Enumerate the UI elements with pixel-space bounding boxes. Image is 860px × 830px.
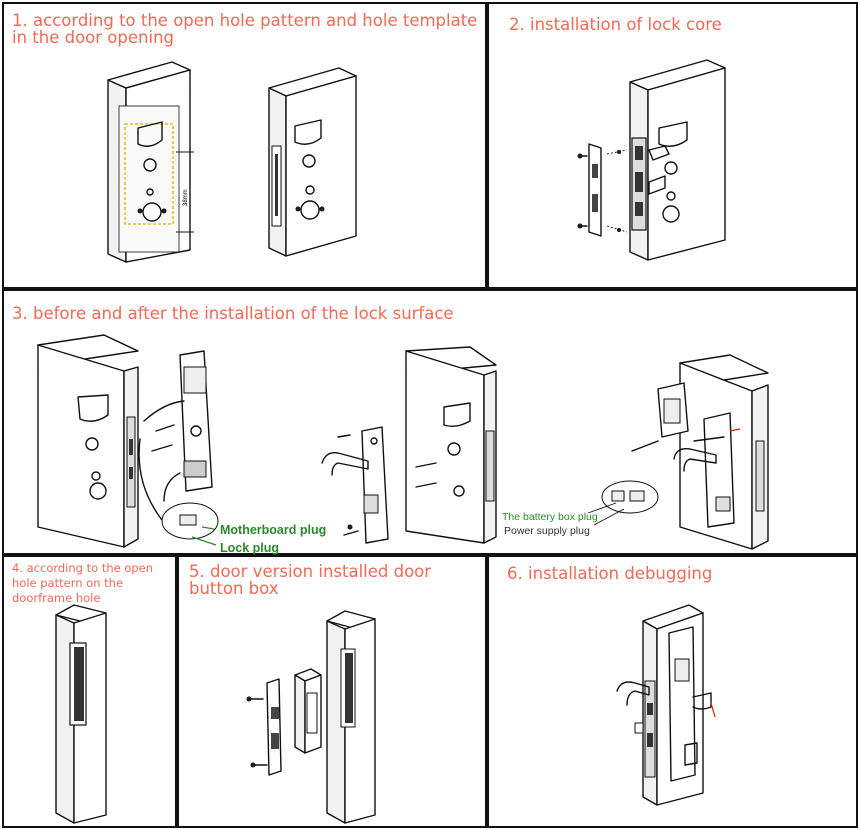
door-frame (326, 610, 376, 824)
power-supply-plug-label: Power supply plug (504, 525, 590, 537)
step-4-title: 4. according to the open hole pattern on… (12, 561, 154, 605)
motherboard-plug-callout (138, 438, 219, 546)
motherboard-plug-label: Motherboard plug (220, 523, 327, 537)
door-after-wiring (405, 346, 497, 544)
dimension-label: 38mm (183, 189, 189, 206)
strike-plate (246, 678, 282, 776)
door-with-template: 38mm (107, 61, 194, 263)
lock-body (631, 137, 670, 231)
door-before-wiring (37, 334, 139, 548)
panel-step-2: 2. installation of lock core (487, 2, 858, 289)
door-drilled (268, 67, 357, 257)
panel-step-1: 1. according to the open hole pattern an… (2, 2, 487, 289)
battery-plug-callout (587, 480, 659, 526)
wire (710, 702, 716, 718)
panel-step-6: 6. installation debugging (487, 555, 858, 828)
door-hole-template-illustration: 38mm (107, 61, 357, 263)
doorframe-hole-illustration (55, 604, 107, 824)
installation-debugging-illustration (616, 604, 716, 806)
step-3-title: 3. before and after the installation of … (12, 304, 454, 323)
template-outline (124, 123, 174, 225)
step-2-title: 2. installation of lock core (509, 15, 722, 34)
panel-step-5: 5. door version installed door button bo… (177, 555, 487, 828)
lock-core-installation-illustration (577, 59, 726, 261)
step-1-title: 1. according to the open hole pattern an… (12, 11, 478, 48)
faceplate (577, 143, 628, 237)
lock-surface-installation-illustration (37, 334, 769, 550)
step-5-title: 5. door version installed door button bo… (189, 562, 432, 599)
assembled-lock (616, 604, 716, 806)
door-button-box-illustration (246, 610, 376, 824)
inner-lock-panel (143, 350, 213, 502)
panel-step-4: 4. according to the open hole pattern on… (2, 555, 177, 828)
lock-plug-label: Lock plug (220, 541, 280, 555)
door-with-battery-box (631, 354, 769, 550)
step-6-title: 6. installation debugging (507, 564, 713, 583)
button-box (294, 668, 322, 754)
outer-handle-set (321, 426, 389, 544)
battery-box-plug-label: The battery box plug (502, 511, 598, 523)
panel-step-3: 3. before and after the installation of … (2, 289, 858, 555)
